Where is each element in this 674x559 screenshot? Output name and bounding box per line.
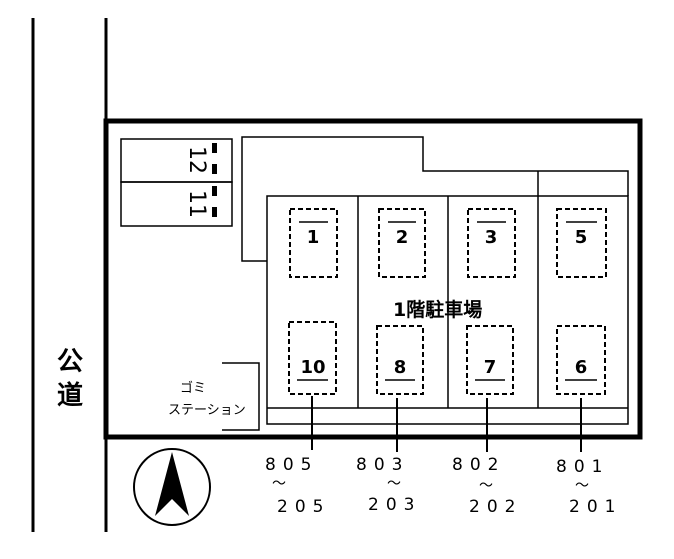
road-label-2: 道 xyxy=(57,380,83,411)
parking-spaces-top: 1 2 3 5 xyxy=(289,208,607,278)
room-codes: 805 803 802 801 〜 〜 〜 〜 205 203 202 201 xyxy=(265,455,622,517)
space-number-5: 5 xyxy=(575,227,588,248)
room-code-805: 805 xyxy=(265,455,318,475)
parking-label: 1階駐車場 xyxy=(393,298,482,321)
parking-space-1 xyxy=(289,208,338,278)
site-boundary xyxy=(103,118,643,440)
parking-space-6 xyxy=(556,325,606,395)
room-code-202: 202 xyxy=(469,497,522,517)
parking-space-8 xyxy=(376,325,424,395)
parking-space-5 xyxy=(556,208,607,278)
room-code-803: 803 xyxy=(356,455,409,475)
parking-space-3 xyxy=(467,208,516,278)
garbage-label-1: ゴミ xyxy=(180,380,206,396)
space-number-6: 6 xyxy=(575,357,588,378)
room-code-205: 205 xyxy=(277,497,330,517)
parking-space-2 xyxy=(378,208,426,278)
parking-space-10 xyxy=(288,321,337,395)
tilde-2: 〜 xyxy=(387,476,401,492)
space-number-7: 7 xyxy=(484,357,497,378)
tilde-1: 〜 xyxy=(272,476,286,492)
road-label-1: 公 xyxy=(57,347,83,377)
parking-spaces-bottom: 10 8 7 6 xyxy=(288,321,606,395)
space-number-2: 2 xyxy=(396,227,409,248)
room-code-203: 203 xyxy=(368,495,421,515)
north-arrow-icon xyxy=(133,448,211,526)
tilde-3: 〜 xyxy=(479,478,493,494)
tilde-4: 〜 xyxy=(575,478,589,494)
small-parking-block: 12 11 xyxy=(120,138,233,227)
space-11-label: 11 xyxy=(184,190,209,218)
space-number-8: 8 xyxy=(394,357,407,378)
room-code-801: 801 xyxy=(556,457,609,477)
garbage-station: ゴミ ステーション xyxy=(168,362,260,431)
space-12-label: 12 xyxy=(184,146,209,174)
room-code-802: 802 xyxy=(452,455,505,475)
space-number-3: 3 xyxy=(485,227,498,248)
space-number-10: 10 xyxy=(300,357,325,378)
garbage-label-2: ステーション xyxy=(168,403,246,418)
building-outline xyxy=(241,136,629,262)
meter-lines xyxy=(311,396,582,452)
room-code-201: 201 xyxy=(569,497,622,517)
space-number-1: 1 xyxy=(307,227,320,248)
parking-space-7 xyxy=(466,325,514,395)
